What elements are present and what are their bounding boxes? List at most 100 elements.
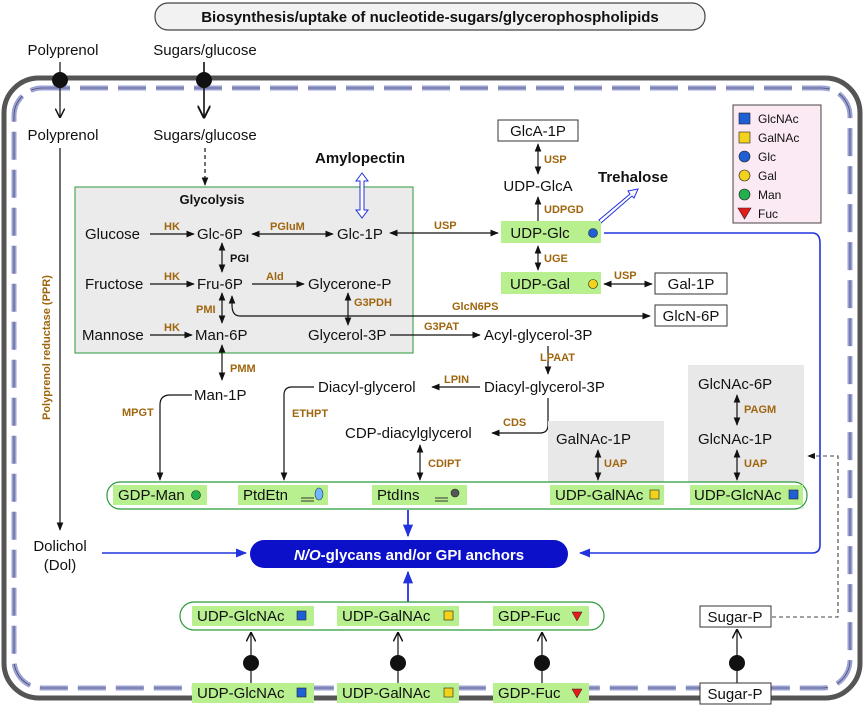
udp-glcnac-row: UDP-GlcNAc [694, 487, 782, 504]
gdp-man: GDP-Man [118, 487, 185, 504]
ptdins: PtdIns [377, 487, 420, 504]
enzyme-pmi: PMI [196, 304, 216, 316]
dol: (Dol) [44, 557, 77, 574]
enzyme-usp-2: USP [434, 220, 457, 232]
gal-1p-box [654, 272, 728, 295]
legend-fuc-label: Fuc [758, 207, 778, 221]
enzyme-glcn6ps: GlcN6PS [452, 301, 498, 313]
transporter-sugar-p [729, 655, 745, 671]
glcnac-1p: GlcNAc-1P [698, 431, 772, 448]
amylopectin: Amylopectin [315, 150, 405, 167]
legend-fuc-icon [737, 207, 752, 220]
legend-glc-icon [738, 150, 751, 163]
udp-glcnac-outside: UDP-GlcNAc [197, 685, 285, 702]
gal-circle-icon [588, 279, 598, 289]
fuc-triangle-icon [571, 611, 583, 622]
title-text: Biosynthesis/uptake of nucleotide-sugars… [201, 9, 659, 26]
glycolysis-title: Glycolysis [179, 192, 244, 207]
gdp-fuc-inside: GDP-Fuc [498, 608, 561, 625]
enzyme-udpgd: UDPGD [544, 204, 584, 216]
legend-galnac-label: GalNAc [758, 131, 799, 145]
udp-gal-box [501, 272, 601, 294]
glycerol-3p: Glycerol-3P [308, 327, 386, 344]
legend-glcnac-icon [738, 112, 751, 125]
glca-1p-box [497, 119, 579, 142]
transporter-udp-galnac [390, 655, 406, 671]
ptdetn: PtdEtn [243, 487, 288, 504]
enzyme-pgi: PGI [230, 253, 249, 265]
udp-galnac-row: UDP-GalNAc [555, 487, 644, 504]
title-box [154, 2, 706, 31]
enzyme-usp-3: USP [614, 270, 637, 282]
sugars-inside: Sugars/glucose [153, 127, 256, 144]
legend-man-label: Man [758, 188, 781, 202]
glcnac-square-icon-2 [296, 610, 307, 621]
galnac-square-icon-3 [443, 687, 454, 698]
target-label: N/O-glycans and/or GPI anchors [294, 547, 524, 564]
glcnac-square-icon [788, 489, 799, 500]
enzyme-lpin: LPIN [444, 374, 469, 386]
legend-glcnac-label: GlcNAc [758, 112, 799, 126]
sugar-p-outside: Sugar-P [707, 686, 762, 703]
transporter-gdp-fuc [534, 655, 550, 671]
galnac-square-icon-2 [443, 610, 454, 621]
galnac-square-icon [649, 489, 660, 500]
enzyme-ald: Ald [266, 271, 284, 283]
sugar-p-inside-box [699, 605, 772, 628]
udp-glc: UDP-Glc [510, 225, 570, 242]
transporter-sugars [196, 72, 212, 88]
enzyme-mpgt: MPGT [122, 407, 154, 419]
enzyme-g3pdh: G3PDH [354, 297, 392, 309]
legend-gal-icon [738, 169, 751, 182]
enzyme-hk-2: HK [164, 271, 180, 283]
enzyme-hk-1: HK [164, 221, 180, 233]
diacyl-glycerol: Diacyl-glycerol [318, 379, 416, 396]
sugar-p-inside: Sugar-P [707, 609, 762, 626]
enzyme-pglum: PGluM [270, 221, 305, 233]
enzyme-cds: CDS [503, 417, 526, 429]
enzyme-pagm: PAGM [744, 404, 776, 416]
legend-man-icon [738, 188, 751, 201]
transporter-udp-glcnac [243, 655, 259, 671]
udp-glca: UDP-GlcA [503, 178, 572, 195]
enzyme-cdipt: CDIPT [428, 458, 461, 470]
enzyme-usp-1: USP [544, 154, 567, 166]
enzyme-ethpt: ETHPT [292, 408, 328, 420]
legend-galnac-icon [738, 131, 751, 144]
glc-1p: Glc-1P [337, 226, 383, 243]
man-1p: Man-1P [194, 387, 247, 404]
glcn-6p: GlcN-6P [663, 308, 720, 325]
fructose: Fructose [85, 276, 143, 293]
target-box [250, 540, 568, 568]
glcnac-6p: GlcNAc-6P [698, 376, 772, 393]
input-polyprenol: Polyprenol [28, 42, 99, 59]
enzyme-lpaat: LPAAT [540, 352, 575, 364]
fuc-triangle-icon-2 [571, 688, 583, 699]
glcnac-square-icon-3 [296, 687, 307, 698]
input-sugars: Sugars/glucose [153, 42, 256, 59]
polyprenol-inside: Polyprenol [28, 127, 99, 144]
lipid-anchor-icon [301, 487, 324, 502]
udp-glc-box [501, 221, 601, 243]
man-6p: Man-6P [195, 327, 248, 344]
trehalose: Trehalose [598, 169, 668, 186]
enzyme-uap-glcnac: UAP [744, 458, 767, 470]
galnac-1p: GalNAc-1P [556, 431, 631, 448]
udp-galnac-outside: UDP-GalNAc [342, 685, 431, 702]
udp-gal: UDP-Gal [510, 276, 570, 293]
enzyme-pmm: PMM [230, 363, 256, 375]
inositol-anchor-icon [435, 488, 460, 502]
enzyme-hk-3: HK [164, 322, 180, 334]
acyl-glycerol-3p: Acyl-glycerol-3P [484, 327, 592, 344]
legend-gal-label: Gal [758, 169, 777, 183]
gdp-fuc-outside: GDP-Fuc [498, 685, 561, 702]
enzyme-uge: UGE [544, 253, 568, 265]
dolichol: Dolichol [33, 538, 86, 555]
transporter-polyprenol [52, 72, 68, 88]
enzyme-g3pat: G3PAT [424, 321, 459, 333]
glca-1p: GlcA-1P [510, 123, 566, 140]
udp-galnac-inside: UDP-GalNAc [342, 608, 431, 625]
